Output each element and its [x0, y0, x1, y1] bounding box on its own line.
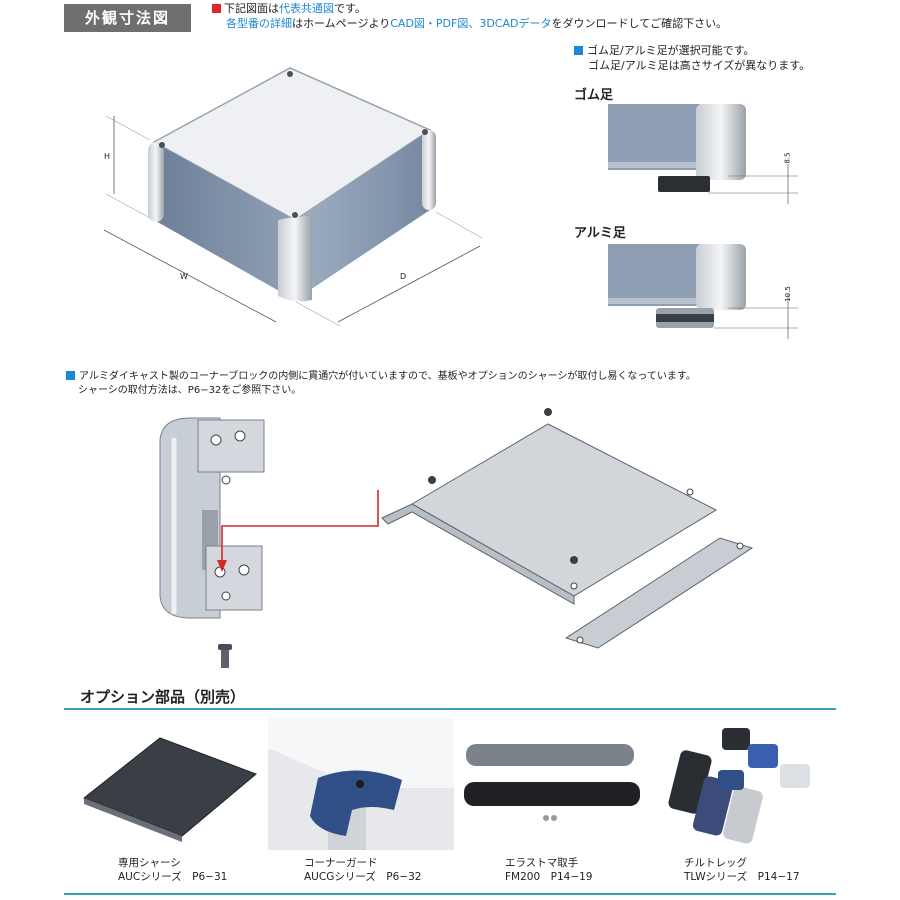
options-top-rule: [64, 708, 836, 710]
alu-foot-dim: 10.5: [783, 286, 792, 302]
option-handle-label: エラストマ取手 FM200 P14−19: [505, 857, 593, 883]
alu-foot-drawing: [608, 244, 798, 339]
red-square-icon: [212, 4, 221, 13]
option-corner-guard-label: コーナーガード AUCGシリーズ P6−32: [304, 857, 422, 883]
option-chassis-label: 専用シャーシ AUCシリーズ P6−31: [118, 857, 228, 883]
rubber-foot-drawing: [608, 104, 798, 204]
dim-w-label: W: [180, 272, 188, 281]
chassis-note: アルミダイキャスト製のコーナーブロックの内側に貫通穴が付いていますので、基板やオ…: [66, 370, 696, 398]
dim-h-label: H: [104, 152, 111, 161]
link-model-details[interactable]: 各型番の詳細: [226, 17, 292, 30]
options-title: オプション部品（別売）: [80, 688, 246, 706]
alu-foot-title: アルミ足: [574, 226, 626, 241]
rubber-foot-dim: 8.5: [783, 152, 792, 164]
option-corner-guard-image: [268, 718, 454, 850]
blue-square-icon: [574, 46, 583, 55]
note-representative-drawing: 下記図面は代表共通図です。: [212, 1, 366, 16]
section-tag-dimensions: 外観寸法図: [64, 4, 191, 32]
feet-note: ゴム足/アルミ足が選択可能です。 ゴム足/アルミ足は高さサイズが異なります。: [574, 43, 810, 73]
option-chassis-image: [83, 737, 257, 842]
enclosure-isometric-drawing: [103, 67, 483, 327]
chassis-mount-drawing: [159, 408, 754, 668]
options-bottom-rule: [64, 893, 836, 895]
note-download: 各型番の詳細はホームページよりCAD図・PDF図、3DCADデータをダウンロード…: [226, 17, 728, 30]
blue-square-icon: [66, 371, 75, 380]
dim-d-label: D: [400, 272, 407, 281]
option-tilt-leg-image: [668, 728, 810, 844]
option-tilt-leg-label: チルトレッグ TLWシリーズ P14−17: [684, 857, 800, 883]
link-cad-data[interactable]: CAD図・PDF図、3DCADデータ: [390, 17, 552, 30]
option-handle-image: [464, 744, 640, 821]
link-representative-drawing[interactable]: 代表共通図: [279, 2, 334, 15]
rubber-foot-title: ゴム足: [574, 88, 614, 103]
